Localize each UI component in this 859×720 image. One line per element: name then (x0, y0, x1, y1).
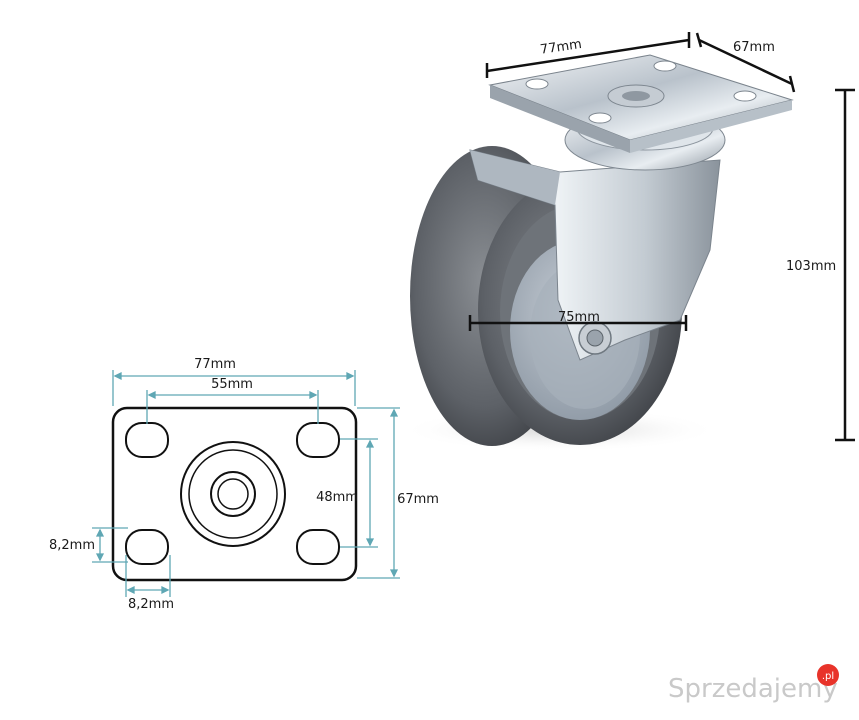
plate-outer-height-label: 67mm (397, 492, 439, 507)
watermark-text: Sprzedajemy (668, 674, 838, 704)
center-bore-inner (217, 478, 249, 510)
caster-illustration (400, 54, 794, 452)
watermark: Sprzedajemy .pl (668, 664, 839, 704)
dim-height-label: 103mm (786, 259, 836, 274)
plate-slot-height-label: 8,2mm (49, 538, 95, 553)
photo-dimension-lines (468, 32, 855, 442)
watermark-suffix: .pl (822, 671, 834, 682)
dim-depth-label: 67mm (733, 40, 775, 55)
plate-outline (111, 406, 358, 582)
center-ring-inner (188, 449, 278, 539)
depth-dimension-line (698, 38, 793, 86)
axle-nut (578, 321, 612, 355)
center-bore-outer (210, 471, 256, 517)
center-ring-outer (180, 441, 286, 547)
dim-wheel-label: 75mm (558, 310, 600, 325)
slot-bottom-left (125, 529, 169, 565)
drawing-dimension-lines (92, 370, 400, 597)
slot-top-left (125, 422, 169, 458)
slot-top-right (296, 422, 340, 458)
plate-hole-spacing-x-label: 55mm (211, 377, 253, 392)
slot-bottom-right (296, 529, 340, 565)
watermark-badge-icon (817, 664, 839, 686)
plate-slot-width-label: 8,2mm (128, 597, 174, 612)
width-dimension-line (486, 38, 690, 73)
dim-width-label: 77mm (539, 37, 583, 58)
plate-hole-spacing-y-label: 48mm (316, 490, 358, 505)
plate-outer-width-label: 77mm (194, 357, 236, 372)
